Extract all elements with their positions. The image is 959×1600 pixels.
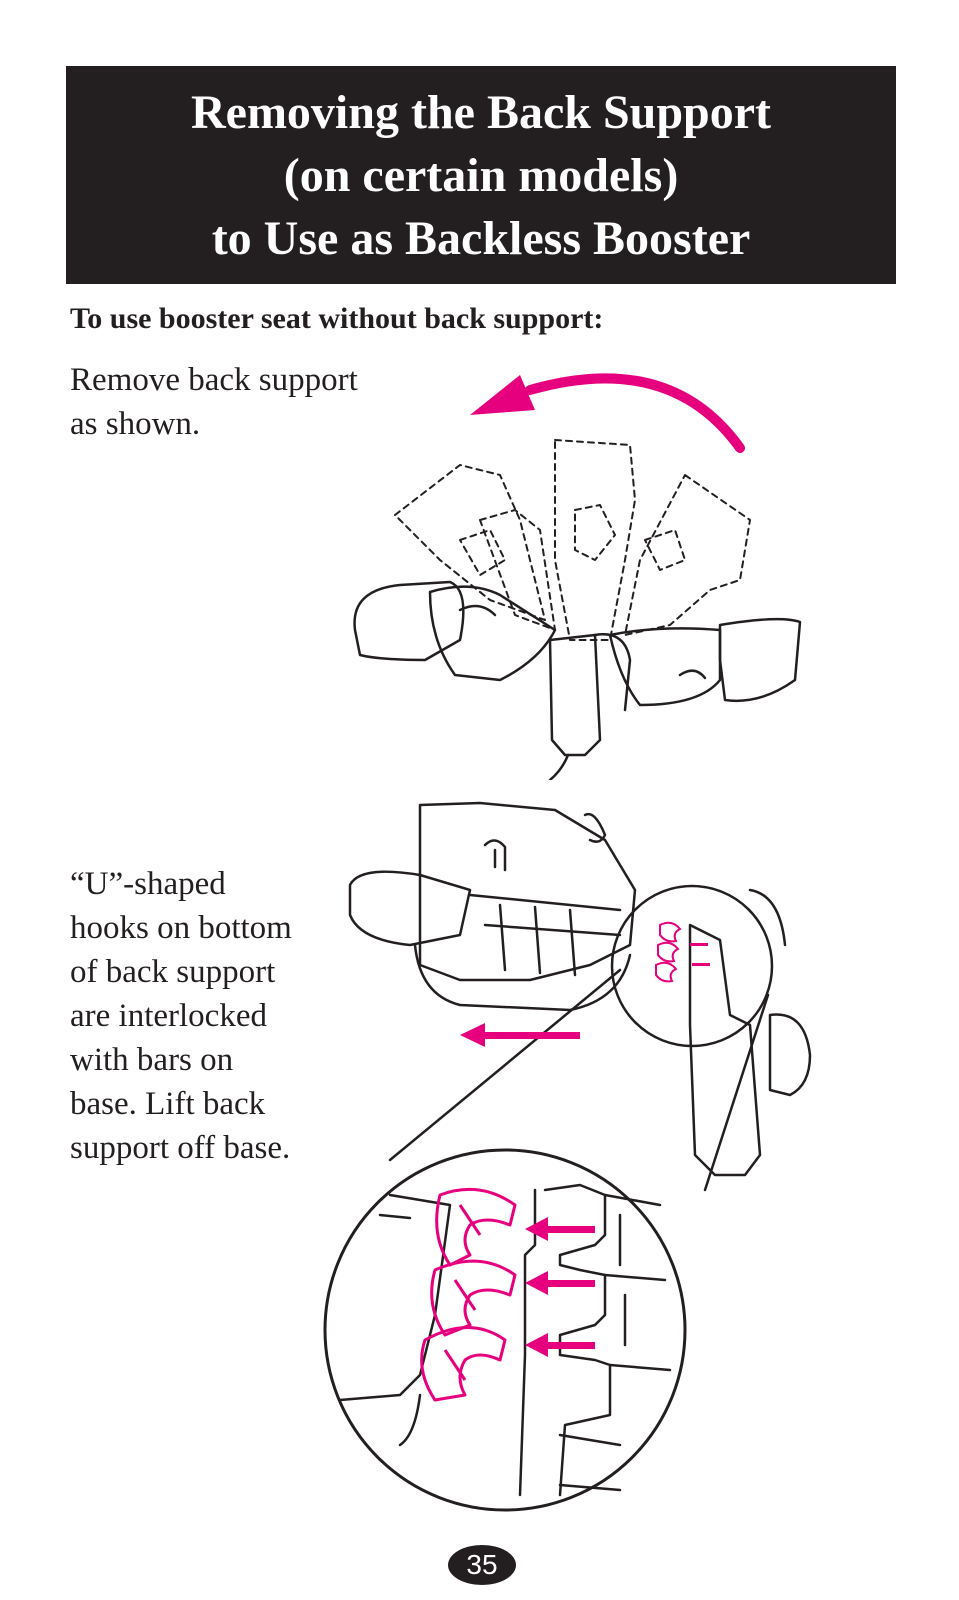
step-remove-back-support: Remove back support as shown. xyxy=(70,362,358,442)
title-line-3: to Use as Backless Booster xyxy=(211,211,751,265)
step-hook-description: “U”-shaped hooks on bottom of back suppo… xyxy=(70,866,292,1166)
title-line-2: (on certain models) xyxy=(283,148,679,202)
section-heading: To use booster seat without back support… xyxy=(70,302,604,335)
page-number: 35 xyxy=(448,1545,516,1585)
title-banner: Removing the Back Support (on certain mo… xyxy=(66,66,896,284)
title-line-1: Removing the Back Support xyxy=(190,85,772,139)
hook-detail-illustration xyxy=(323,801,812,1512)
remove-back-support-illustration xyxy=(353,373,802,780)
